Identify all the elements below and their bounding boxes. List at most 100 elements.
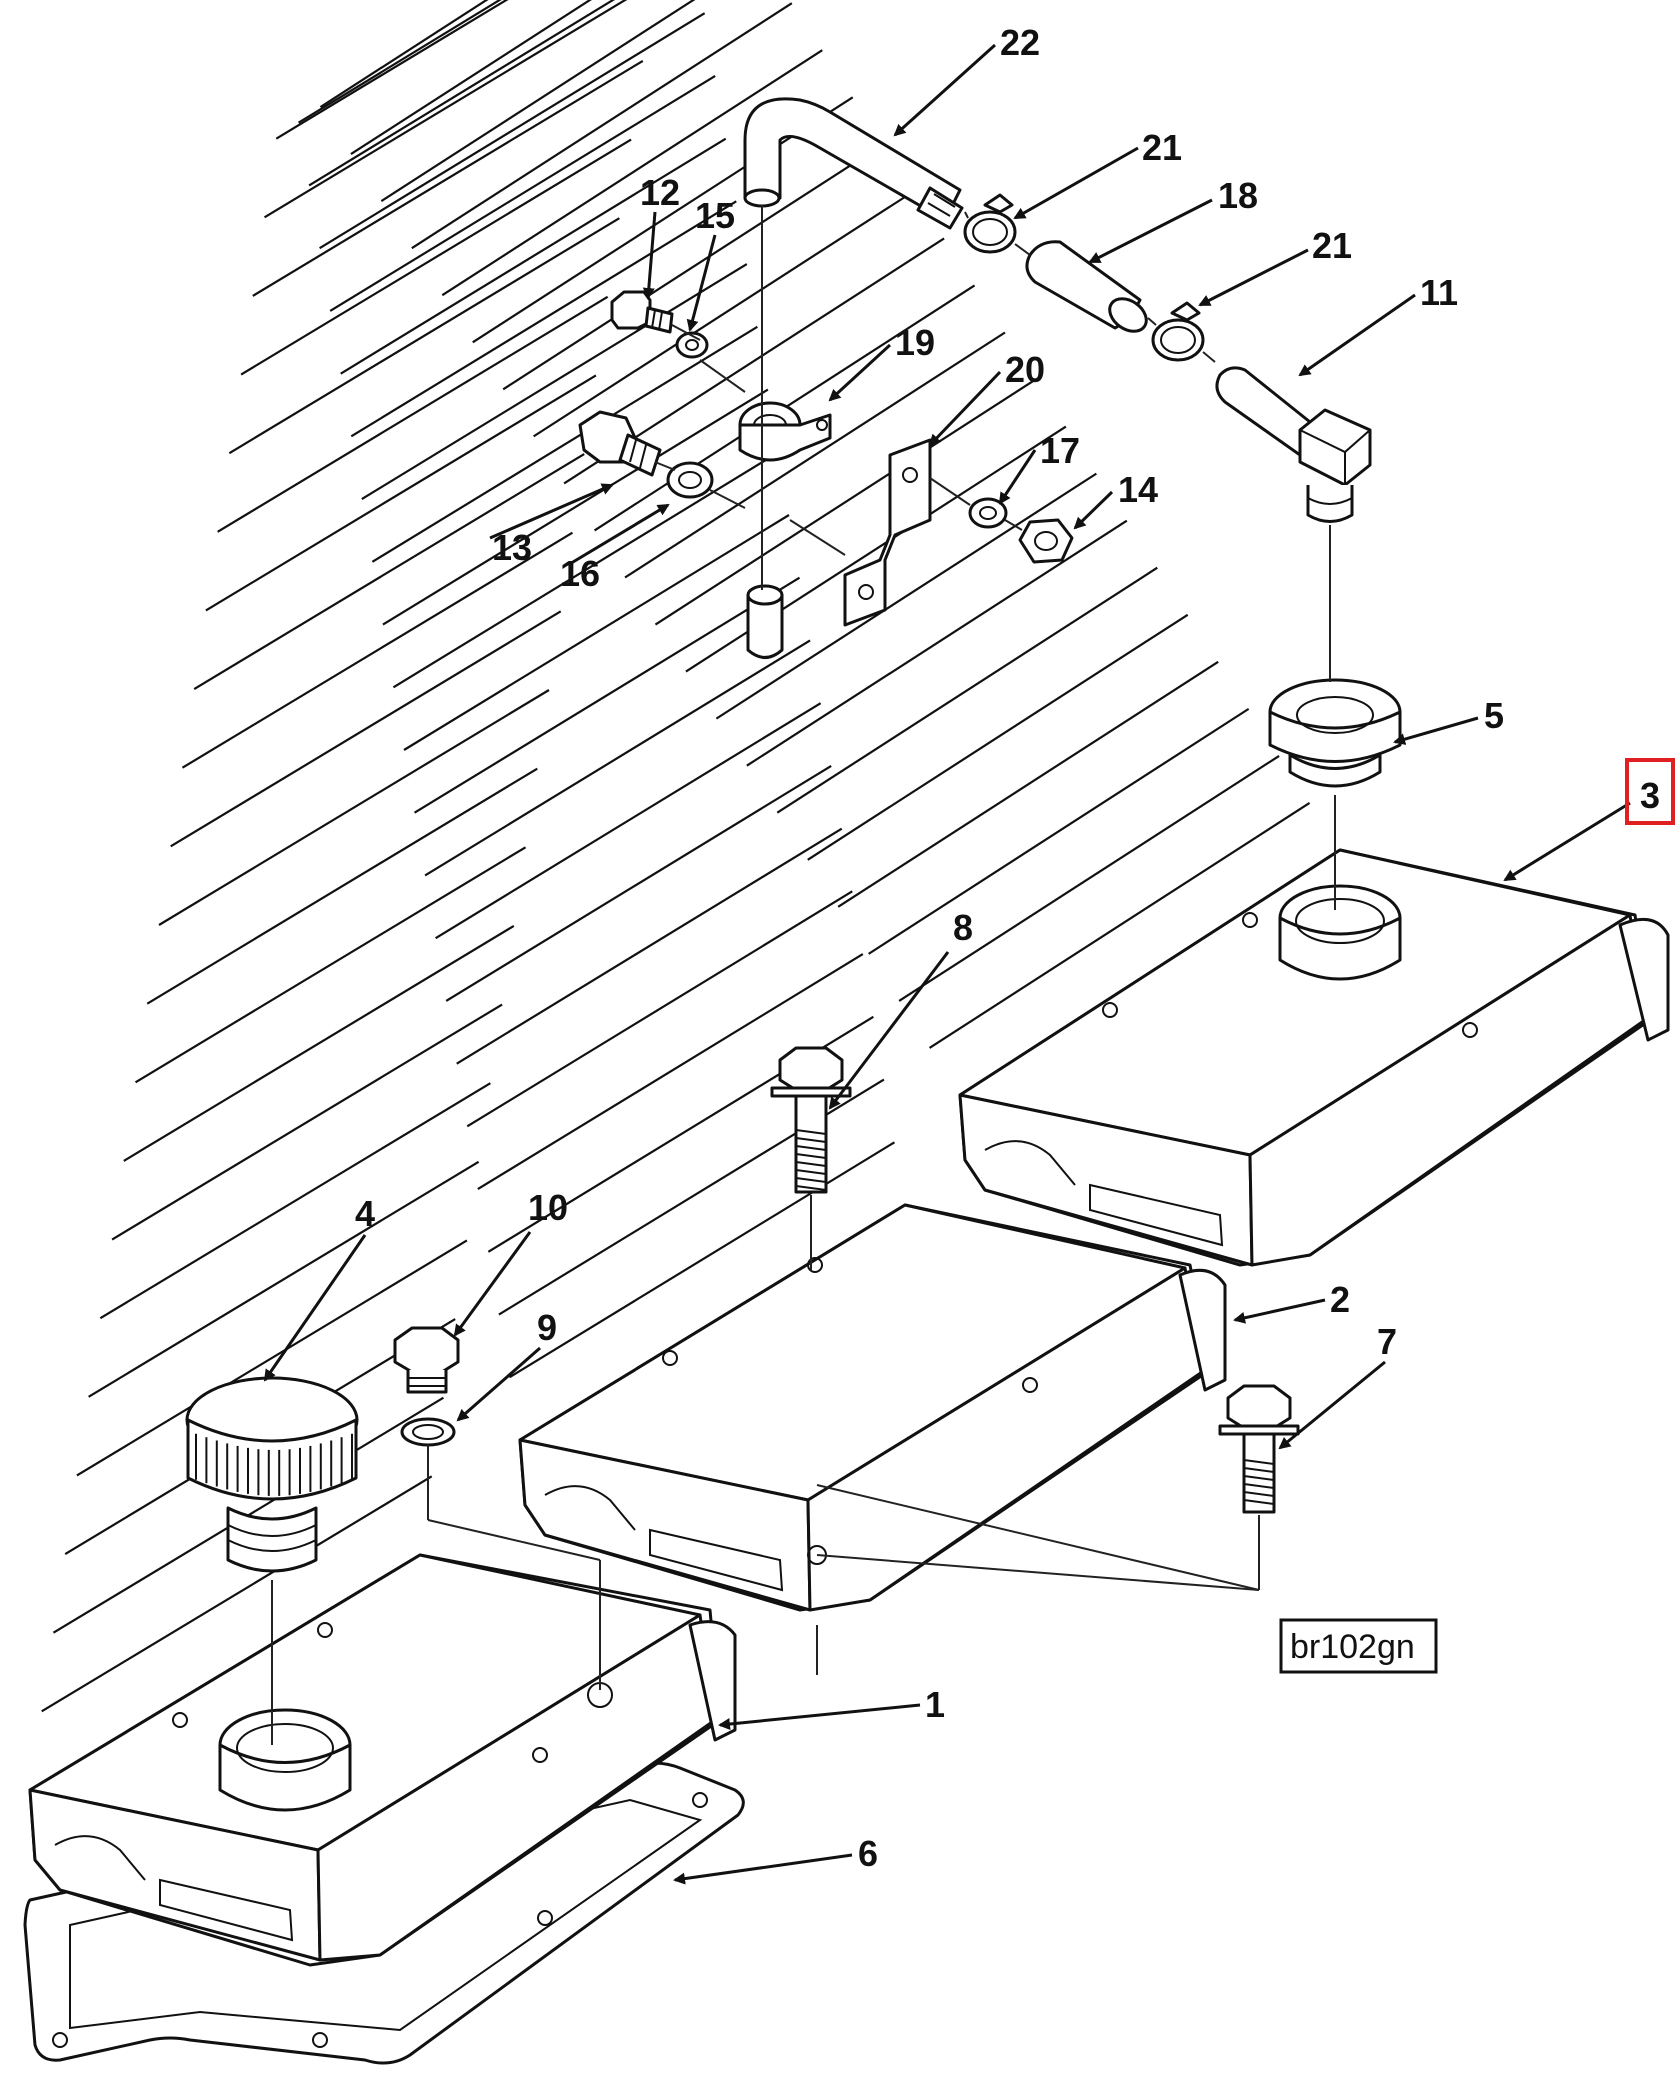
cooling-rib <box>228 217 620 455</box>
bolt-part-8 <box>770 1046 852 1194</box>
hose-end <box>746 584 784 659</box>
cooling-rib <box>746 519 1128 767</box>
cooling-rib <box>350 200 737 438</box>
cooling-rib <box>275 0 509 140</box>
elbow-fitting-part-11 <box>1215 366 1372 523</box>
callout-18: 18 <box>1218 175 1258 216</box>
reference-code-box: br102gn <box>1279 1618 1438 1674</box>
bolt-part-13 <box>578 410 662 477</box>
hose-clamp-part-21-lower <box>1151 301 1205 362</box>
cooling-rib <box>928 802 1311 1049</box>
callout-22: 22 <box>1000 22 1040 63</box>
lock-washer-part-17 <box>968 497 1008 529</box>
thread-line <box>1243 1499 1275 1505</box>
cooling-rib <box>654 378 1037 626</box>
callout-4: 4 <box>355 1193 375 1234</box>
cooling-rib <box>898 754 1280 1002</box>
cooling-rib <box>252 59 644 297</box>
cooling-rib <box>205 374 597 612</box>
filler-cap-part-4 <box>185 1376 359 1573</box>
leader-arrow <box>1088 198 1213 264</box>
cooling-rib <box>158 689 550 926</box>
callout-13: 13 <box>492 527 532 568</box>
washer-part-9 <box>400 1417 456 1447</box>
cooling-rib <box>456 827 843 1065</box>
reference-code: br102gn <box>1290 1628 1415 1666</box>
thread-line <box>795 1185 827 1191</box>
callout-8: 8 <box>953 907 973 948</box>
cooling-rib <box>361 263 748 501</box>
cooling-rib <box>217 295 609 533</box>
cooling-rib <box>424 639 811 877</box>
callout-labels: 1 2 3 4 5 6 7 8 9 10 11 12 13 14 15 16 1… <box>355 22 1660 1874</box>
cooling-rib <box>308 0 616 187</box>
callout-16: 16 <box>560 553 600 594</box>
cooling-rib <box>240 138 632 376</box>
callout-6: 6 <box>858 1833 878 1874</box>
cooling-rib <box>380 0 696 203</box>
thread-line <box>795 1161 827 1167</box>
thread-line <box>795 1137 827 1143</box>
cooling-rib <box>181 531 574 769</box>
cooling-rib <box>111 1003 503 1241</box>
cooling-rib <box>776 566 1158 814</box>
leader-arrow <box>263 1234 367 1382</box>
hose-clamp-part-21-upper <box>963 193 1017 254</box>
thread-line <box>1243 1483 1275 1489</box>
callout-leaders <box>263 43 1631 1885</box>
cooling-rib <box>297 0 502 124</box>
bent-tube-part-22 <box>743 97 964 230</box>
thread-line <box>795 1177 827 1183</box>
cover-part-2 <box>297 0 1227 1612</box>
thread-line <box>1243 1459 1275 1465</box>
cooling-rib <box>123 924 515 1162</box>
cooling-rib <box>382 388 769 626</box>
callout-11: 11 <box>1420 272 1458 313</box>
cover-part-3 <box>319 0 1670 1267</box>
thread-line <box>1243 1491 1275 1497</box>
thread-line <box>1243 1467 1275 1473</box>
cooling-rib <box>445 764 832 1002</box>
callout-10: 10 <box>528 1187 568 1228</box>
washer-part-16 <box>666 461 714 499</box>
callout-2: 2 <box>1330 1279 1350 1320</box>
cooling-rib <box>508 1141 896 1379</box>
cooling-rib <box>533 190 915 438</box>
cooling-rib <box>340 137 727 375</box>
cooling-rib <box>319 12 706 250</box>
thread-line <box>795 1153 827 1159</box>
leader-arrow <box>1278 1360 1386 1450</box>
cooling-rib <box>411 2 793 250</box>
cooling-rib <box>837 660 1219 908</box>
cooling-rib <box>99 1082 491 1320</box>
thread-line <box>795 1129 827 1135</box>
bolt-part-7 <box>1218 1384 1300 1514</box>
leader-arrow <box>1073 490 1114 530</box>
drain-plug-part-10 <box>393 1326 460 1394</box>
leader-arrow <box>928 370 1002 447</box>
cooling-rib <box>193 453 585 691</box>
thread-line <box>795 1169 827 1175</box>
thread-line <box>1243 1475 1275 1481</box>
callout-17: 17 <box>1040 430 1080 471</box>
callout-9: 9 <box>537 1307 557 1348</box>
leader-arrow <box>453 1231 532 1337</box>
cooling-rib <box>624 331 1006 579</box>
leader-arrow <box>1503 801 1631 882</box>
callout-19: 19 <box>895 322 935 363</box>
callout-1: 1 <box>925 1684 945 1725</box>
leader-arrow <box>1298 293 1416 377</box>
cooling-rib <box>466 890 853 1128</box>
cooling-rib <box>170 610 562 848</box>
leader-arrow <box>456 1346 541 1422</box>
callout-5: 5 <box>1484 695 1504 736</box>
cooling-rib <box>685 425 1067 673</box>
cooling-rib <box>403 514 790 751</box>
cooling-rib <box>472 96 854 344</box>
cooling-rib <box>76 1239 468 1477</box>
thread-line <box>795 1145 827 1151</box>
cooling-rib <box>41 1475 433 1713</box>
cooling-rib <box>329 74 716 312</box>
cooling-rib <box>413 576 801 814</box>
